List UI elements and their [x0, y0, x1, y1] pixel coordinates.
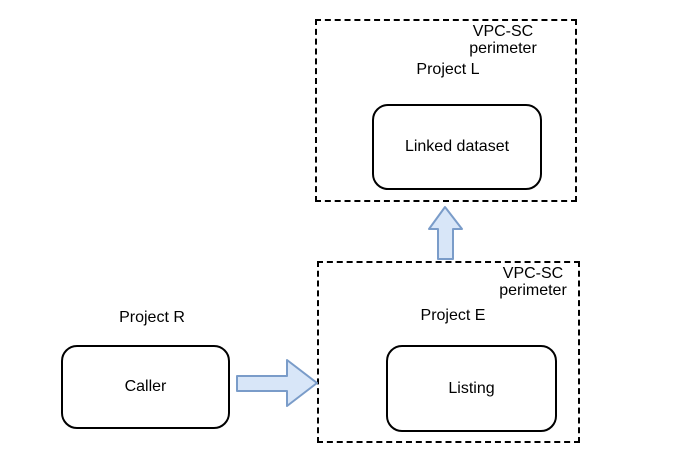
- vpc-sc-perimeter-bottom: [317, 261, 580, 443]
- vpc-sc-perimeter-top: [315, 19, 577, 202]
- project-r-label: Project R: [119, 309, 185, 326]
- listing-node: Listing: [386, 345, 557, 432]
- perimeter-bottom-label-line2: perimeter: [499, 282, 567, 299]
- perimeter-bottom-label: VPC-SC perimeter: [463, 265, 603, 299]
- up-arrow-shape: [428, 206, 463, 260]
- caller-to-listing-arrow: [236, 359, 318, 407]
- perimeter-top-label-line2: perimeter: [469, 40, 537, 57]
- project-e-label: Project E: [420, 307, 486, 324]
- right-arrow-shape: [236, 359, 318, 407]
- project-l-label: Project L: [416, 61, 480, 78]
- listing-node-label: Listing: [448, 379, 495, 397]
- caller-node: Caller: [61, 345, 230, 429]
- perimeter-bottom-label-line1: VPC-SC: [502, 265, 564, 282]
- listing-to-linked-dataset-arrow: [428, 206, 463, 260]
- linked-dataset-node-label: Linked dataset: [404, 138, 510, 155]
- perimeter-top-label-line1: VPC-SC: [472, 23, 534, 40]
- linked-dataset-node: Linked dataset: [372, 104, 542, 190]
- caller-node-label: Caller: [124, 378, 167, 395]
- perimeter-top-label: VPC-SC perimeter: [433, 23, 573, 57]
